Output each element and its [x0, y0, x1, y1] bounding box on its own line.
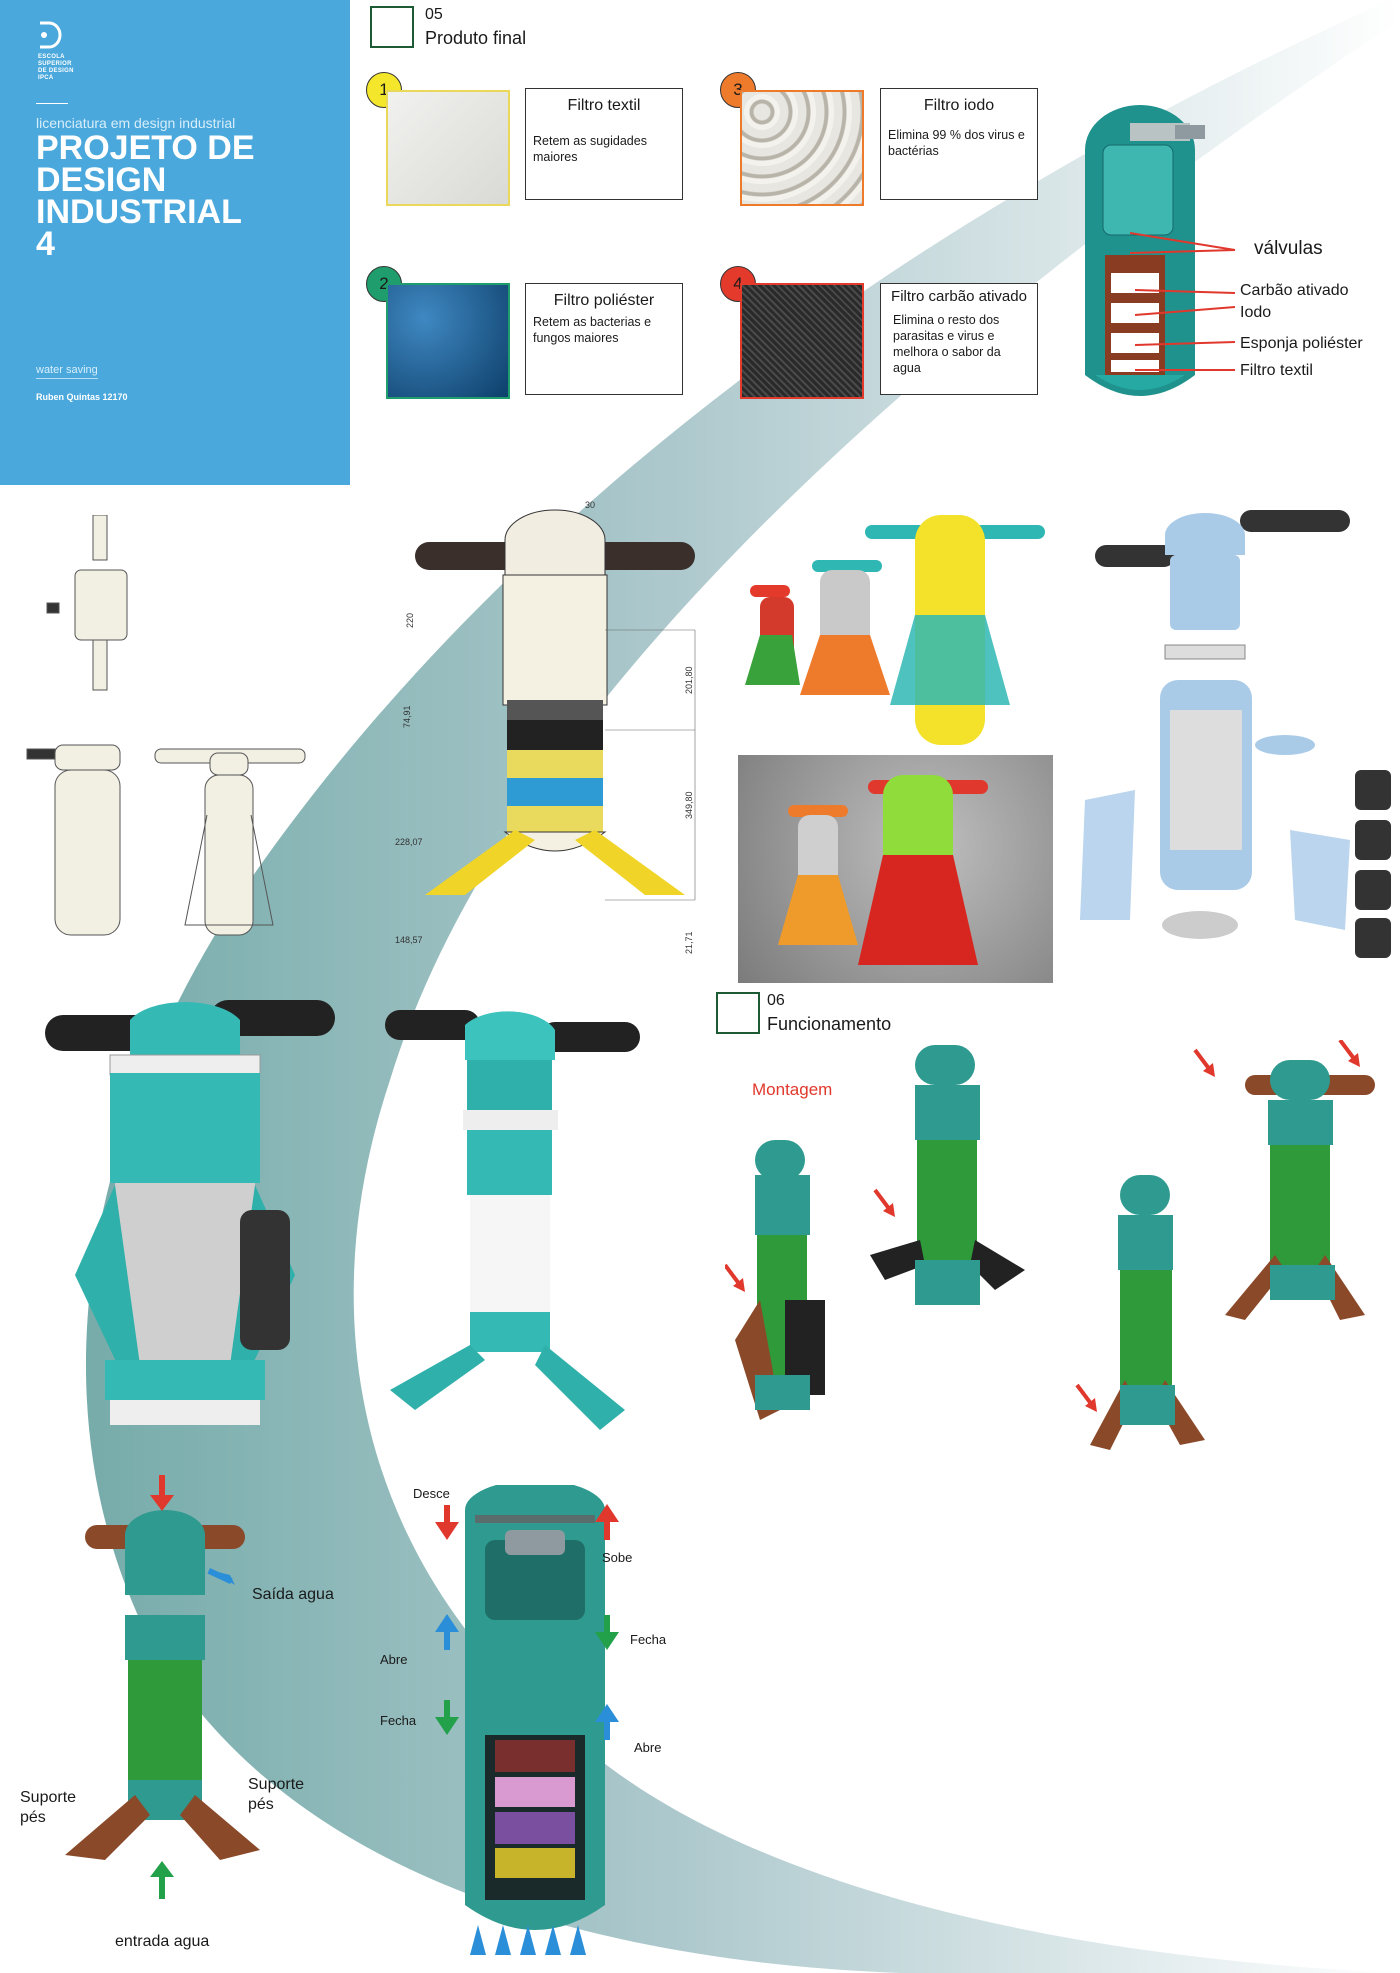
dim-74: 74,91 — [402, 705, 412, 728]
color-variants-render — [745, 515, 1045, 745]
valve-arrows — [435, 1504, 619, 1740]
dim-30: 30 — [585, 500, 595, 510]
section-05-box — [370, 6, 414, 48]
label-saida-agua: Saída agua — [252, 1586, 334, 1603]
label-filtro-textil: Filtro textil — [1240, 362, 1313, 379]
label-suporte-right: Suporte pés — [248, 1776, 305, 1813]
label-fecha-left: Fecha — [380, 1713, 417, 1728]
dim-220: 220 — [405, 613, 415, 628]
filter-name: Filtro carbão ativado — [891, 288, 1027, 305]
divider — [36, 103, 68, 104]
exploded-view — [1080, 510, 1391, 958]
filter-desc: Retem as bacterias e fungos maiores — [533, 315, 652, 345]
section-05-number: 05 — [425, 6, 443, 23]
header-panel: ESCOLA SUPERIOR DE DESIGN IPCA licenciat… — [0, 0, 350, 485]
dim-228: 228,07 — [395, 837, 423, 847]
iodine-filter-image — [740, 90, 864, 206]
product-render-open — [385, 1010, 640, 1430]
orthographic-views — [26, 515, 306, 936]
section-05-title: Produto final — [425, 28, 527, 48]
label-esponja: Esponja poliéster — [1240, 335, 1363, 352]
label-sobe: Sobe — [602, 1550, 633, 1565]
course-name: licenciatura em design industrial — [36, 115, 236, 131]
label-fecha-right: Fecha — [630, 1632, 667, 1647]
filter-name: Filtro poliéster — [553, 292, 655, 309]
filter-desc: Retem as sugidades maiores — [533, 134, 647, 164]
label-desce: Desce — [413, 1486, 450, 1501]
page-title: PROJETO DE DESIGN INDUSTRIAL 4 — [36, 129, 255, 263]
filter-card-2: Filtro poliéster Retem as bacterias e fu… — [525, 283, 683, 395]
label-abre-left: Abre — [380, 1652, 408, 1667]
ipca-logo-icon — [40, 21, 62, 49]
section-06-title: Funcionamento — [767, 1014, 892, 1034]
dim-201: 201,80 — [684, 666, 694, 694]
valve-section-diagram — [465, 1485, 605, 1955]
label-entrada-agua: entrada agua — [115, 1933, 210, 1950]
filter-card-1: Filtro textil Retem as sugidades maiores — [525, 88, 683, 200]
filter-name: Filtro textil — [567, 97, 641, 114]
label-suporte-left: Suporte pés — [20, 1789, 77, 1826]
divider — [36, 378, 98, 379]
polyester-filter-image — [386, 283, 510, 399]
label-iodo: Iodo — [1240, 304, 1272, 321]
label-valvulas: válvulas — [1254, 238, 1323, 259]
school-name: ESCOLA SUPERIOR DE DESIGN IPCA — [38, 54, 74, 81]
label-carbao: Carbão ativado — [1240, 282, 1349, 299]
filter-card-3: Filtro iodo Elimina 99 % dos virus e bac… — [880, 88, 1038, 200]
label-abre-right: Abre — [634, 1740, 662, 1755]
carbon-filter-image — [740, 283, 864, 399]
section-06-number: 06 — [767, 992, 785, 1009]
dim-148: 148,57 — [395, 935, 423, 945]
assembly-sequence — [725, 1040, 1375, 1450]
dim-21: 21,71 — [684, 931, 694, 954]
usage-render — [65, 1475, 260, 1899]
author-name: Ruben Quintas 12170 — [36, 392, 128, 402]
filter-desc: Elimina 99 % dos virus e bactérias — [888, 128, 1025, 158]
dim-349: 349,80 — [684, 791, 694, 819]
technical-section-drawing: 30 220 201,80 74,91 349,80 228,07 21,71 … — [395, 500, 696, 954]
product-render-closed — [45, 1000, 335, 1425]
callout-lines — [1130, 232, 1236, 371]
textile-filter-image — [386, 90, 510, 206]
filter-card-4: Filtro carbão ativado Elimina o resto do… — [880, 283, 1038, 395]
assembly-label: Montagem — [752, 1080, 833, 1099]
section-06-box — [716, 992, 760, 1034]
studio-render — [738, 755, 1053, 983]
filter-desc: Elimina o resto dos parasitas e virus e … — [893, 313, 1001, 375]
project-subtitle: water saving — [36, 364, 98, 376]
filter-name: Filtro iodo — [923, 97, 995, 114]
